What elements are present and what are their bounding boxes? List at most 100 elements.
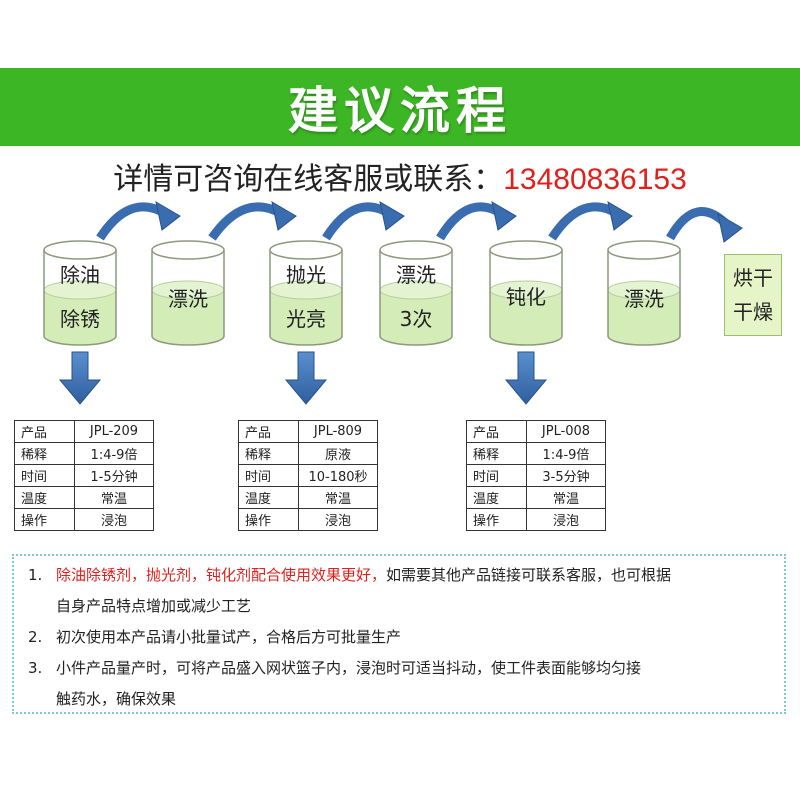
spec-value: 原液 [298, 442, 378, 465]
curved-arrows-group [96, 200, 743, 243]
spec-key: 稀释 [14, 442, 75, 465]
tank-label: 抛光 [286, 263, 326, 287]
down-arrow-shape [58, 351, 102, 405]
tank-5: 钝化 [489, 240, 563, 346]
curved-arrow-5 [548, 200, 633, 241]
tank-rim [43, 240, 117, 260]
down-arrow-3 [504, 351, 548, 405]
tank-rim [607, 240, 681, 260]
spec-value: 1:4-9倍 [74, 442, 154, 465]
spec-key: 温度 [14, 486, 75, 509]
down-arrow-2 [284, 351, 328, 405]
note-number: 2. [28, 628, 43, 646]
tank-label: 除锈 [60, 307, 100, 331]
down-arrow-shape [504, 351, 548, 405]
curved-arrow-shaft [96, 202, 169, 241]
contact-label: 详情可咨询在线客服或联系： [113, 162, 504, 197]
tank-label: 钝化 [506, 285, 546, 309]
tank-label: 漂洗 [168, 287, 208, 311]
tank-label: 漂洗 [396, 263, 436, 287]
curved-arrow-shaft [322, 202, 393, 241]
tank-label: 除油 [60, 263, 100, 287]
curved-arrow-head [155, 200, 181, 231]
curved-arrow-head [491, 200, 517, 231]
tank-label: 光亮 [286, 307, 326, 331]
contact-line: 详情可咨询在线客服或联系：13480836153 [0, 160, 800, 200]
curved-arrow-head [607, 200, 633, 231]
table-row: 操作浸泡 [466, 508, 606, 531]
note-3-text: 小件产品量产时，可将产品盛入网状篮子内，浸泡时可适当抖动，使工件表面能够均匀接 [56, 659, 642, 677]
note-1-line-2: 自身产品特点增加或减少工艺 [56, 597, 252, 615]
spec-value: 浸泡 [526, 508, 606, 531]
note-number: 3. [28, 659, 43, 677]
spec-value: 3-5分钟 [526, 464, 606, 487]
note-1: 1.除油除锈剂，抛光剂，钝化剂配合使用效果更好，如需要其他产品链接可联系客服，也… [28, 560, 671, 591]
down-arrows-group [58, 351, 548, 405]
table-row: 操作浸泡 [14, 508, 154, 531]
spec-value: 1-5分钟 [74, 464, 154, 487]
header-banner: 建议流程 [0, 68, 800, 146]
tank-rim [489, 240, 563, 260]
tank-rim [379, 240, 453, 260]
tank-liquid [152, 290, 224, 345]
curved-arrow-3 [322, 200, 405, 241]
spec-key: 操作 [466, 508, 527, 531]
spec-value: 10-180秒 [298, 464, 378, 487]
tank-wall [489, 250, 563, 346]
table-row: 稀释原液 [238, 442, 378, 465]
note-3: 3. 小件产品量产时，可将产品盛入网状篮子内，浸泡时可适当抖动，使工件表面能够均匀… [28, 653, 641, 684]
curved-arrow-1 [96, 200, 181, 241]
tank-wall [151, 250, 225, 346]
tank-liquid [380, 290, 452, 345]
curved-arrow-shaft [436, 202, 505, 241]
spec-value: 浸泡 [74, 508, 154, 531]
spec-key: 时间 [14, 464, 75, 487]
down-arrow-1 [58, 351, 102, 405]
tank-4: 漂洗 3次 [379, 240, 453, 346]
curved-arrow-shaft [548, 202, 621, 241]
spec-value: JPL-809 [298, 420, 378, 443]
spec-key: 时间 [238, 464, 299, 487]
spec-value: 常温 [74, 486, 154, 509]
tank-rim [269, 240, 343, 260]
tank-wall [269, 250, 343, 346]
spec-value: JPL-209 [74, 420, 154, 443]
contact-phone[interactable]: 13480836153 [503, 163, 687, 196]
spec-key: 稀释 [466, 442, 527, 465]
tank-liquid [490, 290, 562, 345]
spec-key: 操作 [14, 508, 75, 531]
spec-key: 稀释 [238, 442, 299, 465]
curved-arrow-shaft [208, 202, 285, 241]
table-row: 操作浸泡 [238, 508, 378, 531]
spec-value: 常温 [526, 486, 606, 509]
table-row: 温度常温 [14, 486, 154, 509]
final-step-line-2: 干燥 [733, 300, 773, 324]
spec-key: 时间 [466, 464, 527, 487]
table-row: 温度常温 [238, 486, 378, 509]
tank-rim [151, 240, 225, 260]
spec-value: 浸泡 [298, 508, 378, 531]
note-2-text: 初次使用本产品请小批量试产，合格后方可批量生产 [56, 628, 402, 646]
table-row: 温度常温 [466, 486, 606, 509]
tank-label: 漂洗 [624, 287, 664, 311]
spec-key: 产品 [14, 420, 75, 443]
spec-value: 常温 [298, 486, 378, 509]
tank-label: 3次 [400, 307, 433, 331]
note-1-text: 如需要其他产品链接可联系客服，也可根据 [386, 566, 672, 584]
curved-arrow-head [717, 212, 743, 243]
curved-arrow-head [271, 200, 297, 231]
tank-wall [379, 250, 453, 346]
curved-arrow-6 [666, 207, 743, 243]
tank-liquid [608, 290, 680, 345]
final-step-line-1: 烘干 [733, 266, 773, 290]
